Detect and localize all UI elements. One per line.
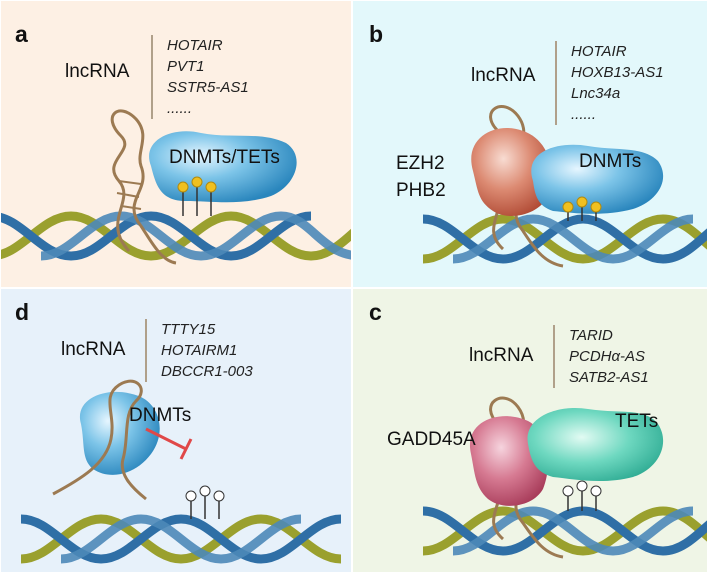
gene-item: ...... — [571, 106, 597, 123]
tet-enzyme — [527, 407, 664, 482]
dna-double-helix — [20, 514, 342, 564]
methyl-groups — [177, 176, 217, 216]
gene-item: DBCCR1-003 — [161, 363, 253, 380]
lncrna-label: lncRNA — [65, 61, 130, 82]
panel-letter: a — [15, 21, 28, 47]
dnmt-enzyme — [531, 144, 664, 214]
gadd45a-label: GADD45A — [387, 429, 476, 450]
gene-item: HOTAIR — [571, 43, 627, 60]
inhibition-arrow — [145, 427, 193, 460]
panel-c: c lncRNA TARID PCDHα-AS SATB2-AS1 GADD45… — [353, 289, 707, 572]
enzyme-label: DNMTs — [579, 151, 642, 172]
rna-strand — [52, 379, 147, 501]
gene-list: HOTAIR HOXB13-AS1 Lnc34a ...... — [555, 41, 664, 125]
gene-item: Lnc34a — [571, 85, 621, 102]
enzyme-label: TETs — [615, 411, 659, 432]
dnmt-enzyme — [79, 391, 160, 475]
panel-letter: c — [369, 299, 382, 325]
unmethylated-groups — [562, 480, 602, 511]
phb2-label: PHB2 — [396, 180, 446, 201]
panel-b-illustration — [422, 105, 707, 268]
rna-strand — [110, 109, 177, 265]
gene-item: HOTAIR — [167, 37, 223, 54]
ezh2-label: EZH2 — [396, 153, 445, 174]
panel-d-illustration — [20, 379, 342, 564]
unmethylated-groups — [185, 485, 225, 519]
dna-double-helix — [422, 214, 707, 264]
panel-c-illustration — [422, 396, 707, 559]
panel-a: a lncRNA HOTAIR PVT1 SSTR5-AS1 ...... DN… — [1, 1, 351, 287]
gene-item: HOTAIRM1 — [161, 342, 238, 359]
ezh2-phb2-protein — [471, 127, 552, 216]
gene-list: TTTY15 HOTAIRM1 DBCCR1-003 — [145, 319, 253, 382]
panel-letter: b — [369, 21, 384, 47]
gene-item: TTTY15 — [161, 321, 216, 338]
gene-item: SSTR5-AS1 — [167, 79, 249, 96]
dna-double-helix — [422, 506, 707, 556]
gene-item: PCDHα-AS — [569, 348, 646, 365]
gene-list: TARID PCDHα-AS SATB2-AS1 — [553, 325, 649, 388]
dna-double-helix — [1, 211, 351, 261]
gene-item: PVT1 — [167, 58, 205, 75]
gene-item: SATB2-AS1 — [569, 369, 649, 386]
gene-list: HOTAIR PVT1 SSTR5-AS1 ...... — [151, 35, 249, 119]
lncrna-label: lncRNA — [471, 65, 536, 86]
lncrna-label: lncRNA — [469, 345, 534, 366]
panel-b: b lncRNA HOTAIR HOXB13-AS1 Lnc34a ......… — [353, 1, 707, 287]
enzyme-label: DNMTs — [129, 405, 192, 426]
methyl-groups — [562, 196, 602, 221]
panel-d: d lncRNA TTTY15 HOTAIRM1 DBCCR1-003 DNMT… — [1, 289, 351, 572]
gene-item: HOXB13-AS1 — [571, 64, 664, 81]
panel-a-illustration — [1, 109, 351, 265]
enzyme-label: DNMTs/TETs — [169, 147, 280, 168]
gene-item: ...... — [167, 100, 193, 117]
lncrna-label: lncRNA — [61, 339, 126, 360]
gene-item: TARID — [569, 327, 613, 344]
panel-letter: d — [15, 299, 30, 325]
